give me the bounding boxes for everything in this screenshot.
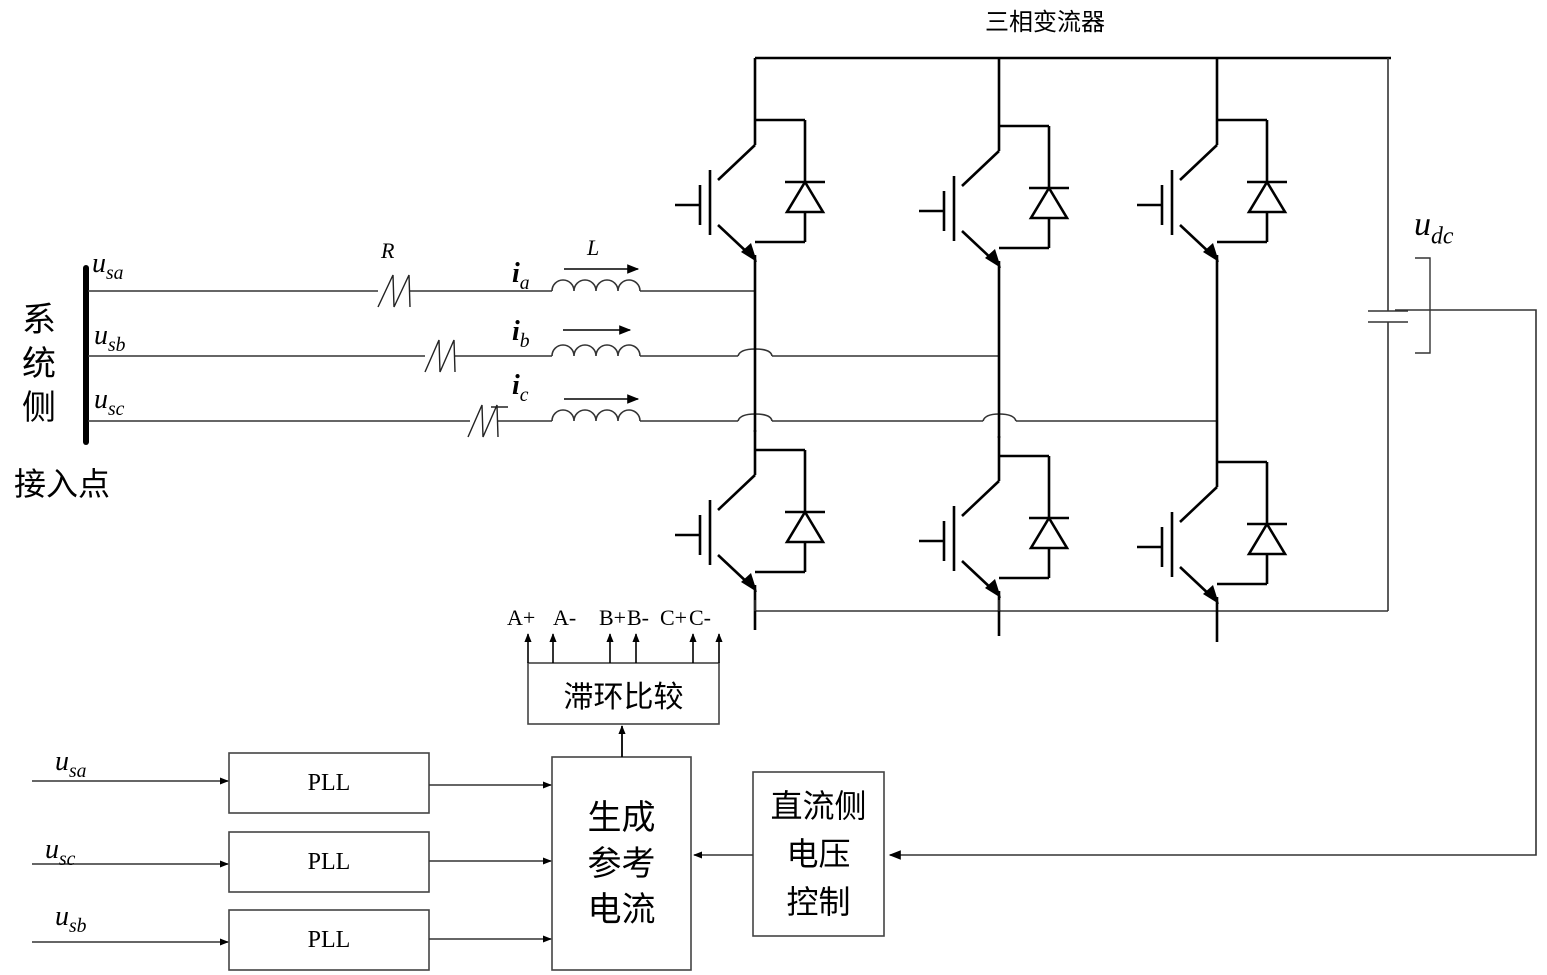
igbt-a-upper-icon	[673, 98, 827, 302]
pll-1-input-label: usa	[55, 746, 87, 782]
igbt-c-upper-icon	[1135, 98, 1289, 302]
hysteresis-block-frame	[527, 662, 720, 725]
pll-block-1: PLL	[307, 769, 351, 796]
leg-b	[917, 58, 1071, 638]
pll-block-3-frame	[228, 909, 430, 971]
converter-title: 三相变流器	[985, 8, 1105, 36]
symbol-base: u	[1414, 206, 1431, 243]
udc-feedback-wire	[888, 309, 1537, 860]
inductor-a-icon	[551, 279, 641, 292]
leg-c	[1135, 58, 1289, 644]
symbol-base: u	[92, 248, 106, 279]
dc-capacitor-icon	[1368, 310, 1408, 323]
dc-voltage-label: udc	[1414, 208, 1453, 249]
block-line: 直流侧	[770, 787, 867, 825]
pll-2-input-label: usc	[45, 834, 76, 870]
leg-a	[673, 58, 827, 632]
pll-block-2-frame	[228, 831, 430, 893]
symbol-sub: dc	[1431, 223, 1454, 250]
signal-b-minus: B-	[627, 605, 649, 630]
current-a-label: ia	[512, 258, 530, 294]
dc-voltage-control-block: 直流侧 电压 控制	[753, 772, 884, 936]
block-line: 电流	[587, 889, 656, 930]
block-line: 生成	[587, 797, 656, 838]
bus-voltage-c-label: usc	[94, 384, 125, 420]
signal-c-minus: C-	[689, 605, 711, 630]
symbol-sub: b	[519, 330, 530, 352]
symbol-sub: a	[519, 272, 530, 294]
switch-signal-arrows	[524, 633, 723, 663]
symbol-sub: c	[519, 384, 529, 406]
symbol-sub: sb	[108, 334, 126, 356]
symbol-sub: sc	[59, 848, 76, 870]
symbol-base: u	[94, 384, 108, 415]
signal-b-plus: B+	[599, 605, 627, 630]
system-side-label: 系统侧	[22, 300, 56, 428]
inductor-b-icon	[551, 344, 641, 357]
symbol-sub: sb	[69, 915, 87, 937]
access-point-label: 接入点	[14, 465, 111, 503]
current-b-label: ib	[512, 316, 530, 352]
pll-block-1-frame	[228, 752, 430, 814]
igbt-b-upper-icon	[917, 104, 1071, 308]
pll-block-2: PLL	[307, 848, 351, 875]
signal-a-plus: A+	[507, 605, 536, 630]
udc-bracket	[1415, 257, 1431, 354]
phase-b-line	[88, 348, 999, 357]
symbol-base: i	[512, 316, 520, 347]
symbol-base: i	[512, 258, 520, 289]
symbol-base: i	[512, 370, 520, 401]
block-line: 参考	[587, 843, 656, 884]
resistor-a-icon	[377, 274, 411, 308]
resistor-b-icon	[424, 339, 456, 373]
symbol-sub: sa	[69, 760, 87, 782]
pll-block-3: PLL	[307, 926, 351, 953]
current-c-label: ic	[512, 370, 529, 406]
phase-c-line	[88, 413, 1217, 422]
bus-voltage-a-label: usa	[92, 248, 124, 284]
block-line: 电压	[786, 835, 851, 873]
signal-c-plus: C+	[660, 605, 688, 630]
igbt-a-lower-icon	[673, 428, 827, 632]
igbt-c-lower-icon	[1135, 440, 1289, 644]
resistor-label: R	[381, 238, 395, 263]
igbt-b-lower-icon	[917, 434, 1071, 638]
pll-3-input-label: usb	[55, 901, 87, 937]
symbol-sub: sa	[106, 262, 124, 284]
symbol-base: u	[55, 746, 69, 777]
symbol-sub: sc	[108, 398, 125, 420]
inductor-label: L	[587, 235, 600, 260]
signal-a-minus: A-	[553, 605, 577, 630]
inductor-c-icon	[551, 409, 641, 422]
resistor-c-icon	[467, 404, 508, 438]
block-line: 控制	[786, 883, 851, 921]
reference-current-block: 生成 参考 电流	[552, 757, 691, 970]
symbol-base: u	[55, 901, 69, 932]
symbol-base: u	[94, 320, 108, 351]
bus-voltage-b-label: usb	[94, 320, 126, 356]
symbol-base: u	[45, 834, 59, 865]
dc-control-block-frame	[752, 771, 885, 937]
hysteresis-comparator-block: 滞环比较	[563, 679, 684, 715]
